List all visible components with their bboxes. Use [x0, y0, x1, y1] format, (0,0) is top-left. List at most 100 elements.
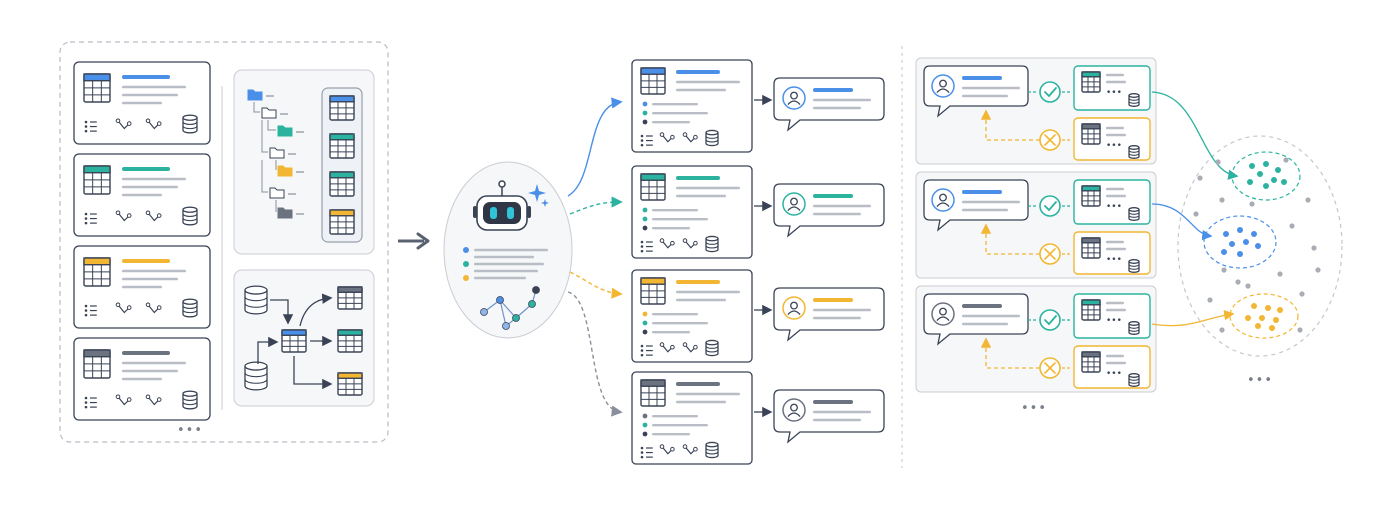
- x-circle-icon: [1039, 129, 1061, 151]
- join-icon: [682, 342, 698, 353]
- list-icon: [84, 120, 97, 133]
- text-lines: [1106, 126, 1126, 137]
- database-icon: [182, 390, 198, 410]
- check-circle-icon: [1039, 81, 1061, 103]
- schema-card: [73, 153, 211, 237]
- text-lines: [122, 167, 186, 197]
- scatter-point: [1207, 297, 1213, 303]
- question-row: [631, 269, 885, 363]
- arrow-right-icon: [398, 232, 430, 250]
- scatter-point: [1219, 197, 1225, 203]
- user-avatar-icon: [931, 74, 955, 98]
- verification-row: ••••••: [915, 57, 1157, 165]
- table-icon: [329, 171, 355, 197]
- cluster-point: [1275, 167, 1281, 173]
- scatter-point: [1215, 159, 1221, 165]
- table-icon: [281, 329, 307, 353]
- join-graph: [244, 285, 363, 396]
- join-icon: [659, 132, 675, 143]
- cluster-point: [1255, 243, 1261, 249]
- database-icon: [1128, 145, 1140, 159]
- scatter-point: [1235, 279, 1241, 285]
- x-circle-icon: [1039, 243, 1061, 265]
- cluster-more-indicator: •••: [1247, 373, 1273, 388]
- cluster-point: [1281, 179, 1287, 185]
- cluster-point: [1255, 323, 1261, 329]
- folder-icon: [269, 147, 285, 159]
- verification-row: ••••••: [915, 171, 1157, 279]
- scatter-point: [1311, 245, 1317, 251]
- input-panel: [59, 41, 389, 443]
- cluster-point: [1243, 239, 1249, 245]
- list-icon: [84, 212, 97, 225]
- text-lines: [1106, 187, 1126, 198]
- svg-text:•••: •••: [1106, 316, 1122, 326]
- table-icon: [83, 165, 111, 195]
- text-lines: [676, 176, 740, 198]
- table-icon: [337, 286, 363, 310]
- scatter-point: [1245, 283, 1251, 289]
- folder-icon: [261, 107, 277, 119]
- table-icon: [1081, 237, 1101, 259]
- scatter-point: [1299, 291, 1305, 297]
- join-icon: [145, 302, 162, 314]
- text-lines: [122, 259, 186, 289]
- text-lines: [676, 382, 740, 404]
- schema-card: [73, 337, 211, 421]
- check-circle-icon: [1039, 309, 1061, 331]
- join-icon: [659, 238, 675, 249]
- table-icon: [1081, 299, 1101, 321]
- scatter-point: [1277, 271, 1283, 277]
- text-lines: [962, 304, 1020, 326]
- question-row: [631, 371, 885, 465]
- table-icon: [1081, 71, 1101, 93]
- text-lines: [813, 88, 871, 110]
- scatter-point: [1297, 327, 1303, 333]
- sparkle-icon: [528, 184, 549, 207]
- text-lines: [1106, 354, 1126, 365]
- list-icon: [84, 396, 97, 409]
- text-lines: [813, 194, 871, 216]
- svg-text:•••: •••: [1106, 202, 1122, 212]
- table-icon: [640, 277, 666, 305]
- text-lines: [122, 351, 186, 381]
- cluster-links: [1151, 91, 1239, 327]
- database-icon: [1128, 321, 1140, 335]
- folder-icon: [269, 187, 285, 199]
- scatter-point: [1289, 223, 1295, 229]
- table-icon: [640, 67, 666, 95]
- cluster-point: [1245, 315, 1251, 321]
- robot-agent: [463, 180, 549, 330]
- table-icon: [83, 257, 111, 287]
- join-icon: [659, 342, 675, 353]
- table-icon: [329, 95, 355, 121]
- text-lines: [1106, 73, 1126, 84]
- user-avatar-icon: [782, 86, 806, 110]
- question-row: [631, 165, 885, 259]
- graph-network-icon: [480, 286, 540, 330]
- cluster-point: [1265, 305, 1271, 311]
- database-icon: [182, 298, 198, 318]
- database-icon: [1128, 259, 1140, 273]
- cluster-point: [1269, 325, 1275, 331]
- cluster-point: [1251, 303, 1257, 309]
- join-icon: [682, 238, 698, 249]
- unclustered-points: [1193, 157, 1321, 333]
- cluster-point: [1247, 179, 1253, 185]
- folder-icon: [277, 125, 293, 137]
- user-avatar-icon: [782, 296, 806, 320]
- agent-output-links: [567, 97, 623, 417]
- database-icon: [705, 441, 719, 459]
- cluster-space: [1177, 135, 1343, 357]
- scatter-point: [1197, 175, 1203, 181]
- cluster-map: [1151, 91, 1321, 339]
- scatter-point: [1315, 267, 1321, 273]
- text-lines: [962, 190, 1020, 212]
- text-lines: [813, 400, 871, 422]
- cluster-point: [1263, 161, 1269, 167]
- folder-icon: [247, 89, 263, 101]
- join-icon: [145, 210, 162, 222]
- user-avatar-icon: [931, 302, 955, 326]
- cluster: [1231, 151, 1301, 201]
